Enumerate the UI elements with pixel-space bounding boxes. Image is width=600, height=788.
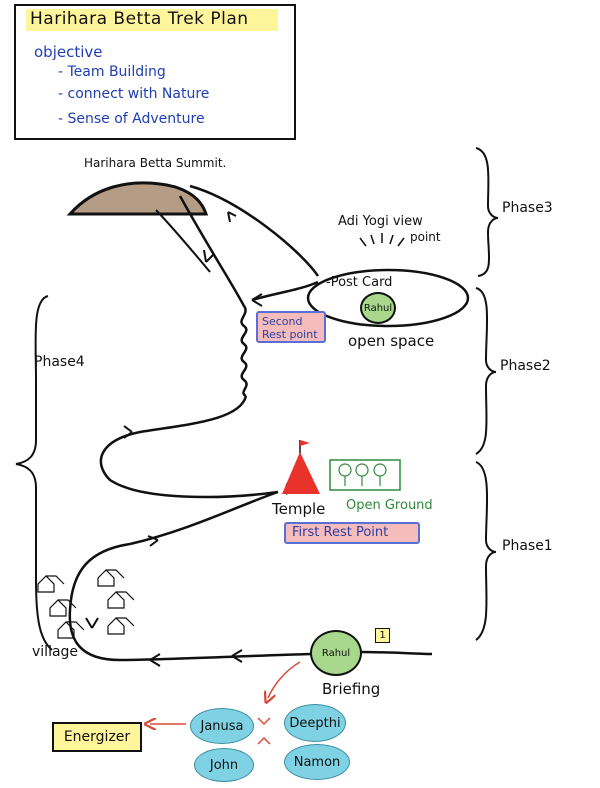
trail-to-summit — [178, 195, 246, 307]
title-highlight — [26, 9, 278, 31]
trail-temple-to-wiggle — [99, 395, 279, 499]
trail-summit-to-viewpoint — [189, 184, 320, 277]
phase4-bracket — [15, 295, 53, 651]
trail-second-descent — [155, 209, 211, 273]
objective-item: - Sense of Adventure — [58, 111, 205, 127]
energizer-box: Energizer — [52, 722, 142, 752]
open-space-label: open space — [348, 332, 435, 350]
phase3-label: Phase3 — [502, 200, 553, 216]
team-bubble-john: John — [194, 748, 254, 782]
trail-briefing-to-village — [68, 542, 313, 662]
team-bubble-janusa: Janusa — [190, 708, 254, 744]
summit-mound — [66, 181, 209, 216]
trail-openspace-to-rest — [251, 280, 319, 302]
open-space-ellipse — [306, 268, 470, 328]
team-bubble-deepthi: Deepthi — [284, 704, 346, 742]
temple-label: Temple — [272, 500, 326, 518]
step-badge: 1 — [375, 628, 390, 643]
adi-yogi-label: Adi Yogi view — [338, 214, 423, 229]
temple-flag-icon — [300, 440, 310, 446]
team-bubble-namon: Namon — [284, 744, 350, 780]
phase3-bracket — [475, 147, 499, 277]
first-rest-point: First Rest Point — [284, 522, 420, 544]
objective-item: - connect with Nature — [58, 86, 210, 102]
phase1-label: Phase1 — [502, 538, 553, 554]
phase4-label: Phase4 — [34, 354, 85, 370]
viewpoint-rays — [359, 233, 405, 247]
summit-label: Harihara Betta Summit. — [84, 156, 227, 170]
village-huts-icon — [37, 569, 135, 639]
objective-item: - Team Building — [58, 64, 166, 80]
village-label: village — [32, 644, 79, 660]
trail-wiggle — [240, 305, 248, 398]
rahul-node-top: Rahul — [360, 292, 396, 324]
adi-yogi-sub-label: point — [410, 230, 441, 244]
rahul-node-briefing: Rahul — [310, 630, 362, 676]
phase2-label: Phase2 — [500, 358, 551, 374]
page-title: Harihara Betta Trek Plan — [30, 9, 249, 29]
objective-label: objective — [34, 43, 103, 61]
trail-village-to-temple — [129, 490, 279, 546]
phase2-bracket — [475, 287, 497, 455]
open-ground-label: Open Ground — [346, 498, 433, 513]
post-card-label: -Post Card — [326, 275, 393, 290]
team-split-mark — [257, 717, 271, 745]
second-rest-point: Second Rest point — [256, 311, 326, 343]
trees-icon — [338, 463, 387, 486]
briefing-label: Briefing — [322, 680, 381, 698]
temple-icon — [282, 452, 320, 494]
phase1-bracket — [475, 461, 497, 641]
